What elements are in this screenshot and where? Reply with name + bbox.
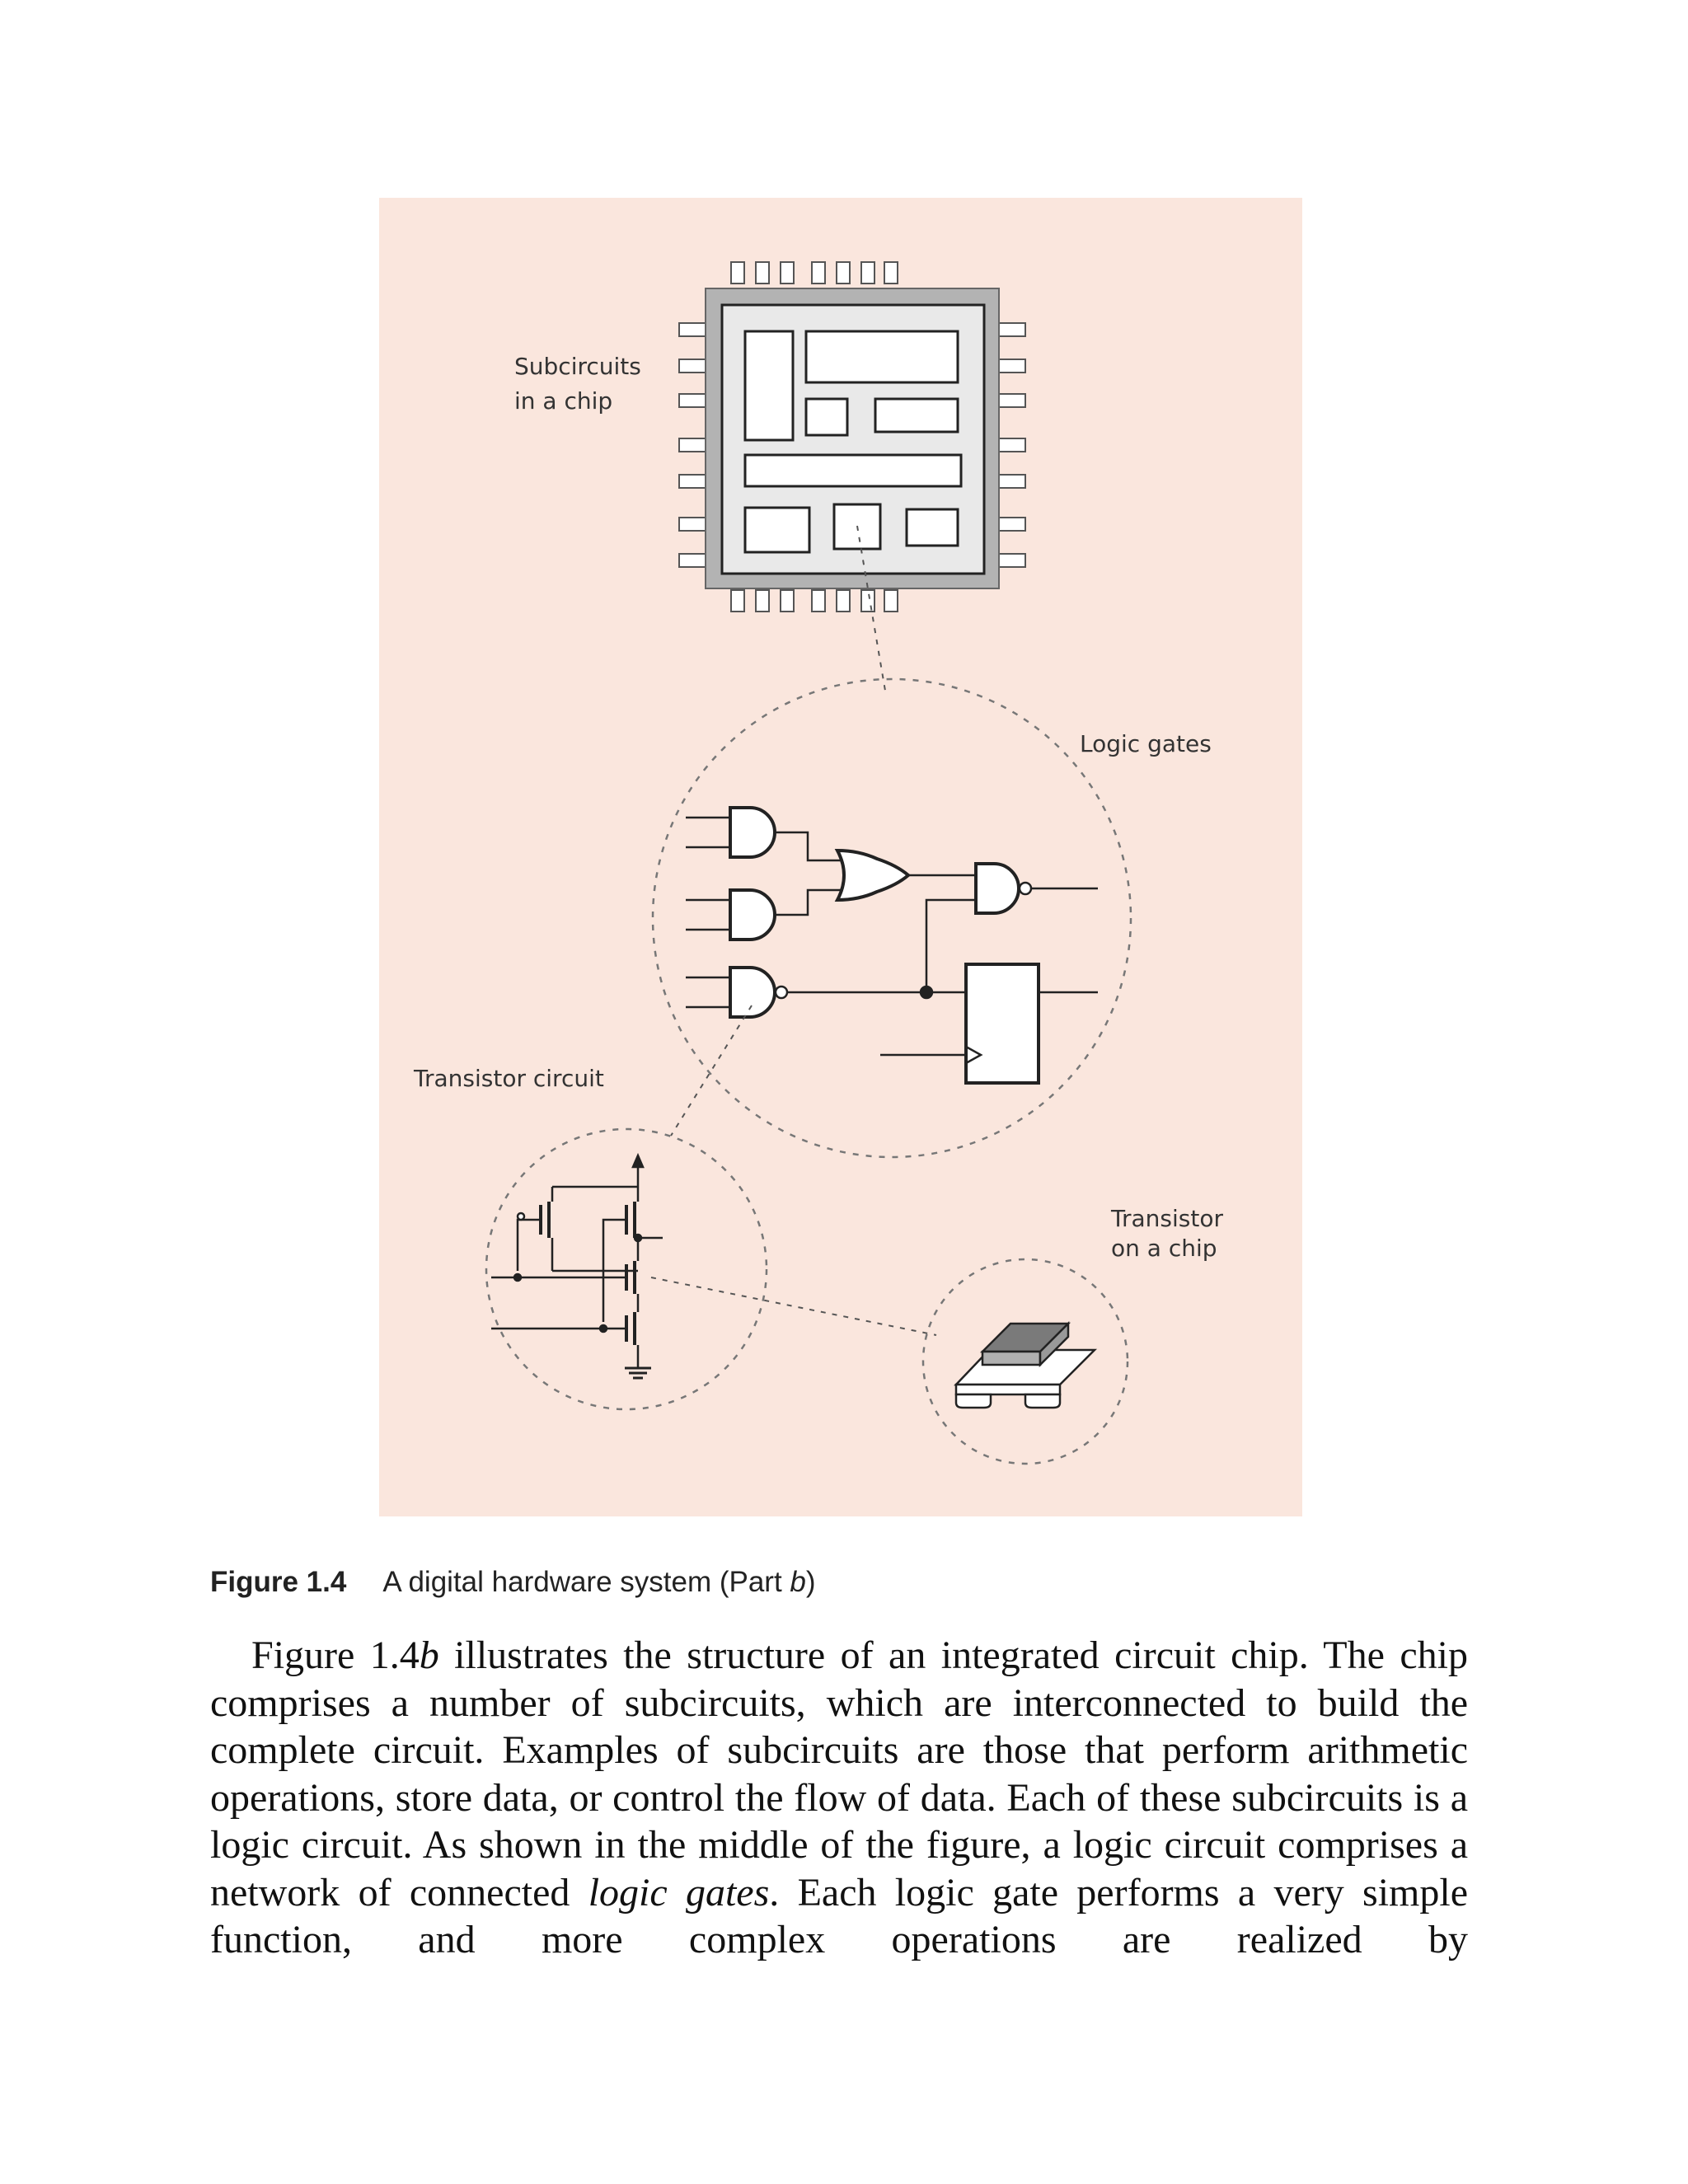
label-transistor-on-chip-line2: on a chip xyxy=(1111,1235,1217,1262)
chip-bottom-pins xyxy=(730,589,898,612)
body-term-logic-gates: logic gates xyxy=(588,1870,770,1915)
flip-flop xyxy=(880,963,1098,1085)
and-gate-1 xyxy=(686,806,776,859)
chip-left-pins xyxy=(678,322,706,568)
caption-number: Figure 1.4 xyxy=(210,1566,347,1598)
label-transistor-on-chip-line1: Transistor xyxy=(1110,1205,1223,1232)
nand-gate-3 xyxy=(686,966,926,1019)
label-transistor-circuit: Transistor circuit xyxy=(413,1065,604,1092)
chip-top-pins xyxy=(730,261,898,284)
or-gate xyxy=(834,848,912,902)
connector-gate-to-transistor-circuit xyxy=(670,1005,753,1137)
transistor-circuit xyxy=(491,1152,663,1380)
logic-circuit xyxy=(686,806,1098,1085)
body-figure-ref-italic: b xyxy=(419,1633,439,1677)
ic-chip xyxy=(678,261,1026,612)
connector-chip-to-gates xyxy=(856,525,886,691)
body-text-part-2: . Each logic gate performs a very simple… xyxy=(210,1870,1469,1962)
transistor-circuit-zoom-circle xyxy=(485,1127,768,1411)
connector-to-transistor-on-chip xyxy=(650,1277,937,1336)
label-logic-gates: Logic gates xyxy=(1080,730,1212,757)
caption-text-end: ) xyxy=(805,1566,816,1598)
label-subcircuits-line2: in a chip xyxy=(514,387,612,415)
and-gate-2 xyxy=(686,888,776,941)
caption-text-italic: b xyxy=(790,1566,806,1598)
figure-caption: Figure 1.4 A digital hardware system (Par… xyxy=(210,1566,1529,1599)
caption-text: A digital hardware system (Part xyxy=(382,1566,790,1598)
chip-subcircuit-blocks xyxy=(743,330,963,554)
logic-gates-zoom-circle xyxy=(651,677,1132,1159)
figure-panel: Subcircuits in a chip Logic gates Transi… xyxy=(379,198,1302,1516)
body-figure-ref: Figure 1.4 xyxy=(251,1633,420,1677)
body-paragraph: Figure 1.4b illustrates the structure of… xyxy=(210,1632,1468,1964)
transistor-on-chip-zoom-circle xyxy=(921,1258,1129,1465)
transistor-3d xyxy=(954,1320,1098,1409)
digital-hardware-illustration: Subcircuits in a chip Logic gates Transi… xyxy=(413,261,1223,1465)
chip-right-pins xyxy=(998,322,1026,568)
nand-gate-output xyxy=(974,862,1098,915)
body-text-part-1: illustrates the structure of an integrat… xyxy=(210,1633,1468,1915)
label-subcircuits-line1: Subcircuits xyxy=(514,353,641,380)
